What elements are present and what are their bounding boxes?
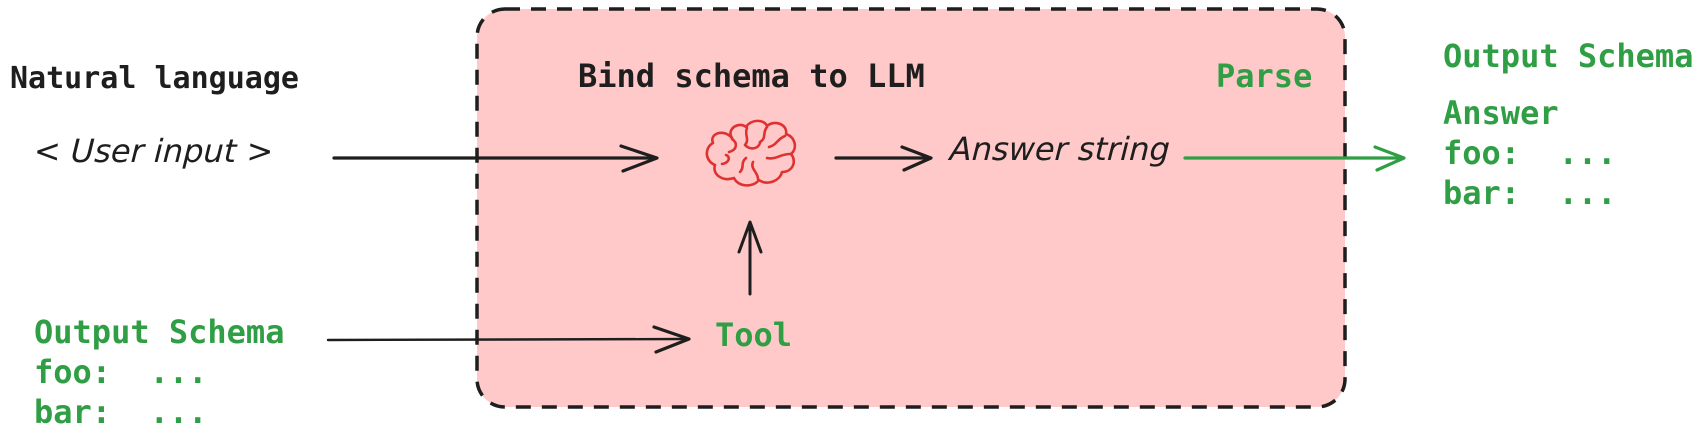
- user-input-label: < User input >: [33, 132, 275, 170]
- input-schema-block: Output Schema foo: ... bar: ...: [34, 312, 284, 432]
- arrow-right-icon: [834, 145, 933, 172]
- input-schema-title: Output Schema: [34, 313, 285, 351]
- parse-label: Parse: [1216, 57, 1313, 95]
- input-schema-field-foo: foo: ...: [34, 353, 208, 391]
- arrow-right-icon: [332, 144, 659, 173]
- tool-label: Tool: [715, 316, 793, 354]
- input-schema-field-bar: bar: ...: [34, 393, 208, 431]
- arrow-right-icon: [326, 325, 691, 354]
- llm-box: [475, 7, 1347, 409]
- output-schema-title: Output Schema: [1443, 37, 1694, 75]
- arrow-right-icon: [1183, 145, 1406, 172]
- arrow-up-icon: [737, 220, 763, 296]
- natural-language-label: Natural language: [10, 61, 299, 96]
- answer-string-label: Answer string: [949, 130, 1171, 168]
- output-schema-block: Answer foo: ... bar: ...: [1443, 93, 1616, 213]
- output-field-foo: foo: ...: [1443, 134, 1617, 172]
- output-answer-label: Answer: [1443, 94, 1559, 132]
- output-field-bar: bar: ...: [1443, 174, 1617, 212]
- brain-icon: [705, 119, 797, 187]
- bind-schema-title: Bind schema to LLM: [578, 57, 925, 95]
